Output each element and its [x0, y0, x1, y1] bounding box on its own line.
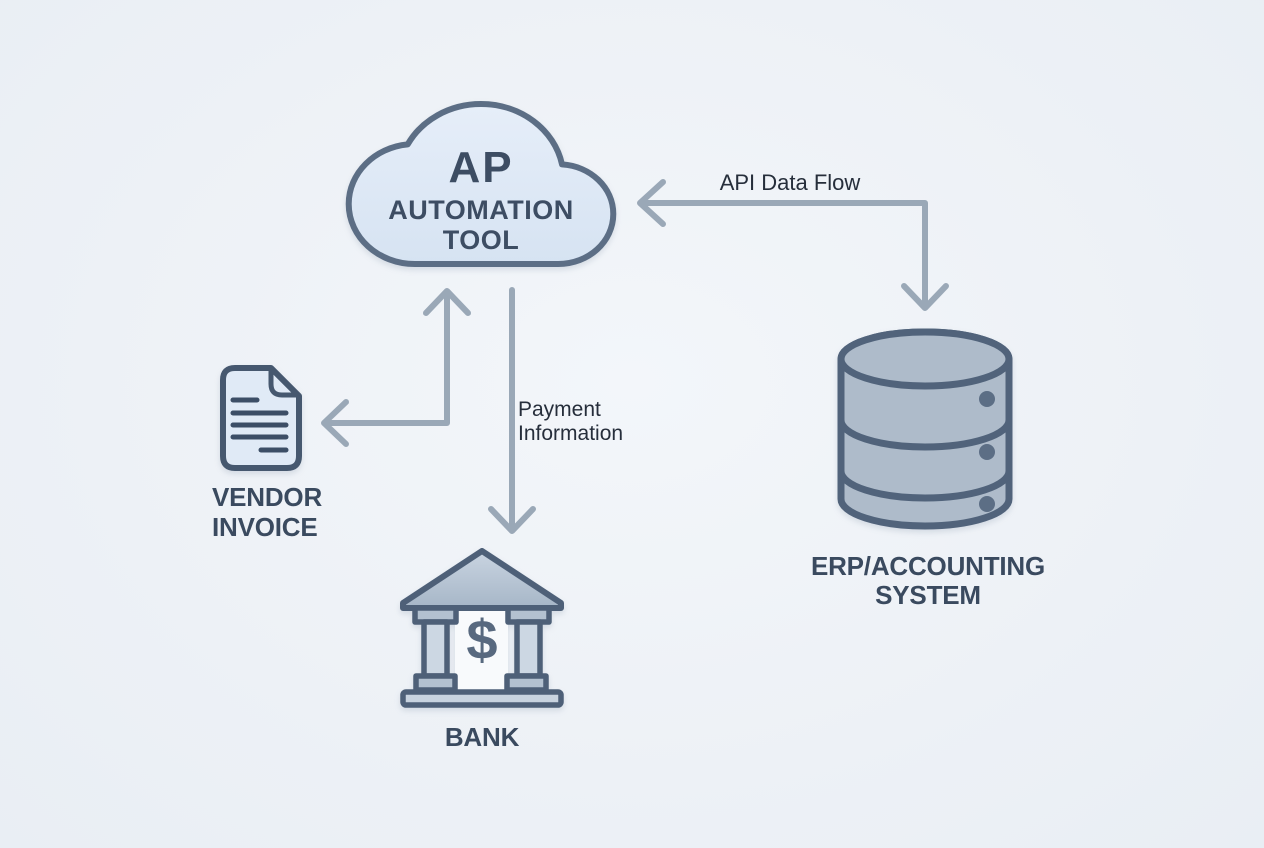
- bank-platform: [400, 689, 564, 708]
- edge-label-payment-information: Payment Information: [518, 398, 624, 445]
- vendor-invoice-label: VENDOR INVOICE: [212, 482, 323, 542]
- node-erp-system: [836, 327, 1014, 538]
- bank-icon: $: [400, 548, 564, 708]
- dollar-sign: $: [466, 608, 497, 671]
- node-ap-automation-tool: [341, 97, 621, 276]
- ap-tool-acronym: AP: [448, 143, 514, 192]
- cloud-icon: [341, 97, 621, 271]
- node-bank: $: [398, 546, 566, 715]
- edge-label-api-data-flow: API Data Flow: [719, 170, 861, 195]
- arrow-invoice-to-ap-tool: [321, 288, 471, 447]
- arrow-api-data-flow: [637, 179, 949, 311]
- bank-label: BANK: [444, 722, 520, 752]
- document-icon: [220, 365, 302, 471]
- document-text-lines: [230, 397, 289, 453]
- bank-interior: [455, 606, 508, 690]
- ap-tool-name: AUTOMATION TOOL: [388, 195, 574, 255]
- bank-columns: [400, 605, 564, 708]
- erp-system-label: ERP/ACCOUNTING SYSTEM: [810, 551, 1046, 610]
- database-icon: [837, 328, 1013, 530]
- node-vendor-invoice: [218, 363, 304, 478]
- ap-tool-label: AP AUTOMATION TOOL: [341, 143, 621, 256]
- database-indicator-dots: [979, 391, 995, 512]
- arrow-payment-to-bank: [488, 287, 536, 534]
- bank-roof: [400, 548, 564, 611]
